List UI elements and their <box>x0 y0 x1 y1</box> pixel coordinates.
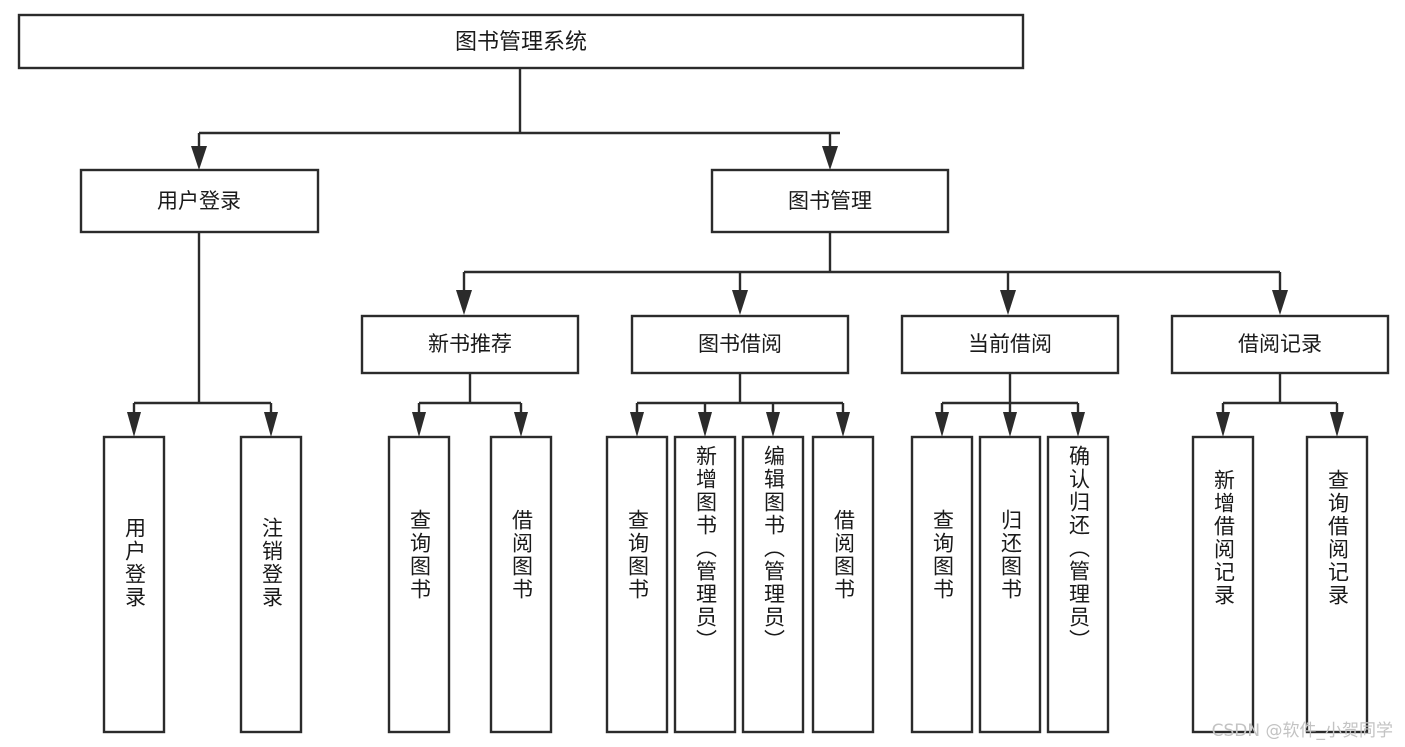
node-root-box <box>17 13 1025 70</box>
arrowhead-leaf-user-login <box>127 412 141 437</box>
node-root-label: 图书管理系统 <box>455 30 587 55</box>
node-borrow-record-label: 借阅记录 <box>1238 332 1322 356</box>
csdn-watermark: CSDN @软件_小贺同学 <box>1211 721 1393 741</box>
leaf-box-logout[interactable] <box>239 435 303 734</box>
leaf-box-nbr-borrow-book[interactable] <box>489 435 553 734</box>
leaf-boxes-borrow-record <box>1191 435 1369 734</box>
node-book-management[interactable]: 图书管理 <box>710 168 950 234</box>
leaf-box-br-query-record[interactable] <box>1305 435 1369 734</box>
arrowhead-bb-edit-book <box>766 412 780 437</box>
arrowhead-book-borrow <box>732 290 748 315</box>
leaf-boxes-new-book-recommend <box>387 435 553 734</box>
leaf-boxes-current-borrow <box>910 435 1110 734</box>
arrowhead-cb-confirm-return <box>1071 412 1085 437</box>
connector-group-new-book-recommend <box>412 373 528 437</box>
node-root-system[interactable]: 图书管理系统 <box>17 13 1025 70</box>
arrowhead-bb-query-book <box>630 412 644 437</box>
leaf-box-bb-query-book[interactable] <box>605 435 669 734</box>
node-new-book-recommend[interactable]: 新书推荐 <box>360 314 580 375</box>
arrowhead-current-borrow <box>1000 290 1016 315</box>
arrowhead-br-add-record <box>1216 412 1230 437</box>
node-borrow-record-box <box>1170 314 1390 375</box>
arrowhead-bb-borrow-book <box>836 412 850 437</box>
arrowhead-nbr-query-book <box>412 412 426 437</box>
connector-group-book-mgmt <box>456 232 1288 315</box>
connector-group-borrow-record <box>1216 373 1344 437</box>
leaf-box-bb-edit-book[interactable] <box>741 435 805 734</box>
arrowhead-book-mgmt <box>822 146 838 170</box>
node-book-management-label: 图书管理 <box>788 189 872 213</box>
node-book-borrow-box <box>630 314 850 375</box>
node-user-login-box <box>79 168 320 234</box>
arrowhead-cb-query-book <box>935 412 949 437</box>
leaf-box-bb-borrow-book[interactable] <box>811 435 875 734</box>
node-current-borrow[interactable]: 当前借阅 <box>900 314 1120 375</box>
leaf-box-cb-query-book[interactable] <box>910 435 974 734</box>
leaf-boxes-user-login <box>102 435 303 734</box>
connector-group-current-borrow <box>935 373 1085 437</box>
node-user-login[interactable]: 用户登录 <box>79 168 320 234</box>
node-book-borrow-label: 图书借阅 <box>698 332 782 356</box>
arrowhead-bb-add-book <box>698 412 712 437</box>
leaf-box-br-add-record[interactable] <box>1191 435 1255 734</box>
arrowhead-borrow-record <box>1272 290 1288 315</box>
arrowhead-leaf-logout <box>264 412 278 437</box>
leaf-box-bb-add-book[interactable] <box>673 435 737 734</box>
node-new-book-recommend-label: 新书推荐 <box>428 332 512 356</box>
arrowhead-new-book-recommend <box>456 290 472 315</box>
leaf-boxes-book-borrow <box>605 435 875 734</box>
node-user-login-label: 用户登录 <box>157 189 241 213</box>
connector-group-root <box>191 68 840 170</box>
leaf-box-cb-confirm-return[interactable] <box>1046 435 1110 734</box>
connector-group-book-borrow <box>630 373 850 437</box>
leaf-box-cb-return-book[interactable] <box>978 435 1042 734</box>
node-book-management-box <box>710 168 950 234</box>
arrowhead-cb-return-book <box>1003 412 1017 437</box>
node-new-book-recommend-box <box>360 314 580 375</box>
leaf-box-nbr-query-book[interactable] <box>387 435 451 734</box>
connector-group-user-login <box>127 232 278 437</box>
arrowhead-user-login <box>191 146 207 170</box>
node-current-borrow-box <box>900 314 1120 375</box>
node-book-borrow[interactable]: 图书借阅 <box>630 314 850 375</box>
leaf-box-user-login[interactable] <box>102 435 166 734</box>
node-borrow-record[interactable]: 借阅记录 <box>1170 314 1390 375</box>
node-current-borrow-label: 当前借阅 <box>968 332 1052 356</box>
arrowhead-br-query-record <box>1330 412 1344 437</box>
arrowhead-nbr-borrow-book <box>514 412 528 437</box>
